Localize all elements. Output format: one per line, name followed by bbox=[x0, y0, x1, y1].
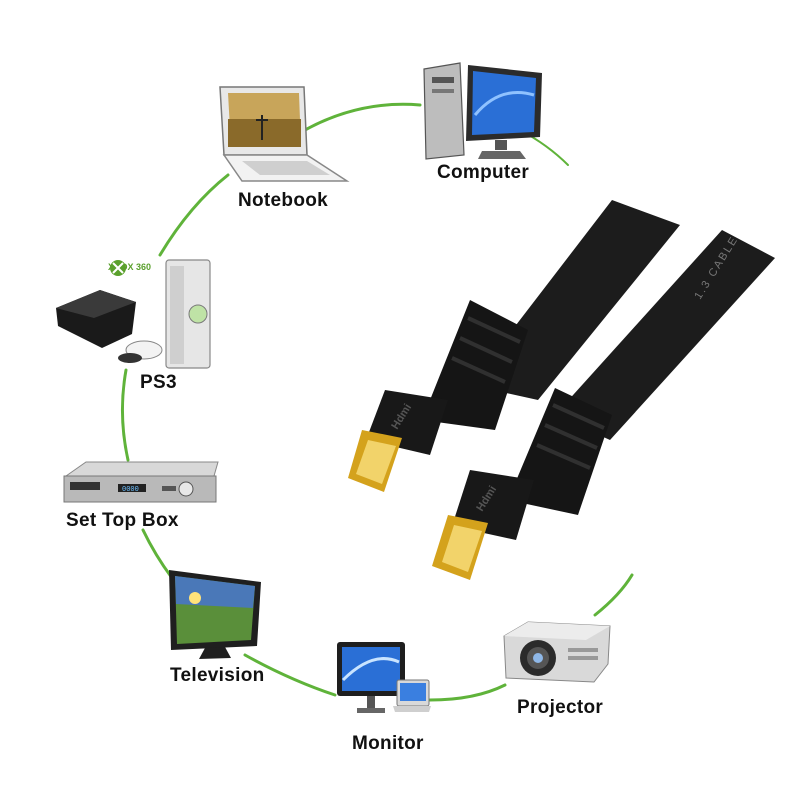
hdmi-plug-right: Hdmi bbox=[432, 388, 612, 580]
television-label: Television bbox=[170, 665, 265, 686]
hdmi-plug-left: Hdmi bbox=[348, 300, 528, 492]
television-device bbox=[165, 568, 265, 660]
notebook-device bbox=[212, 85, 352, 190]
ps3-device bbox=[52, 258, 222, 370]
desktop-computer-icon bbox=[423, 62, 542, 160]
cable-jacket-left bbox=[470, 200, 680, 400]
xbox-badge: XBOX 360 bbox=[108, 262, 152, 272]
television-icon bbox=[169, 570, 261, 659]
monitor-device bbox=[333, 640, 433, 728]
line-notebook-ps3 bbox=[158, 173, 230, 257]
monitor-icon bbox=[337, 642, 431, 713]
line-ps3-settopbox bbox=[120, 368, 130, 462]
line-television-monitor bbox=[243, 653, 337, 697]
ps3-label: PS3 bbox=[140, 372, 177, 393]
set-top-box-icon: 0000 bbox=[63, 461, 219, 503]
settopbox-label: Set Top Box bbox=[66, 510, 179, 531]
projector-icon bbox=[503, 621, 611, 683]
cable-jacket-right bbox=[555, 230, 775, 440]
line-monitor-projector bbox=[428, 683, 507, 702]
projector-device bbox=[498, 612, 616, 692]
laptop-icon bbox=[219, 86, 350, 182]
computer-device bbox=[420, 55, 545, 165]
svg-text:0000: 0000 bbox=[122, 486, 139, 494]
game-console-icon bbox=[56, 259, 211, 369]
notebook-label: Notebook bbox=[238, 190, 329, 211]
monitor-label: Monitor bbox=[352, 733, 424, 754]
line-notebook-computer bbox=[303, 102, 422, 132]
settopbox-device: 0000 bbox=[62, 458, 220, 508]
projector-label: Projector bbox=[517, 697, 604, 718]
computer-label: Computer bbox=[437, 162, 530, 183]
line-projector-cable bbox=[593, 573, 634, 617]
